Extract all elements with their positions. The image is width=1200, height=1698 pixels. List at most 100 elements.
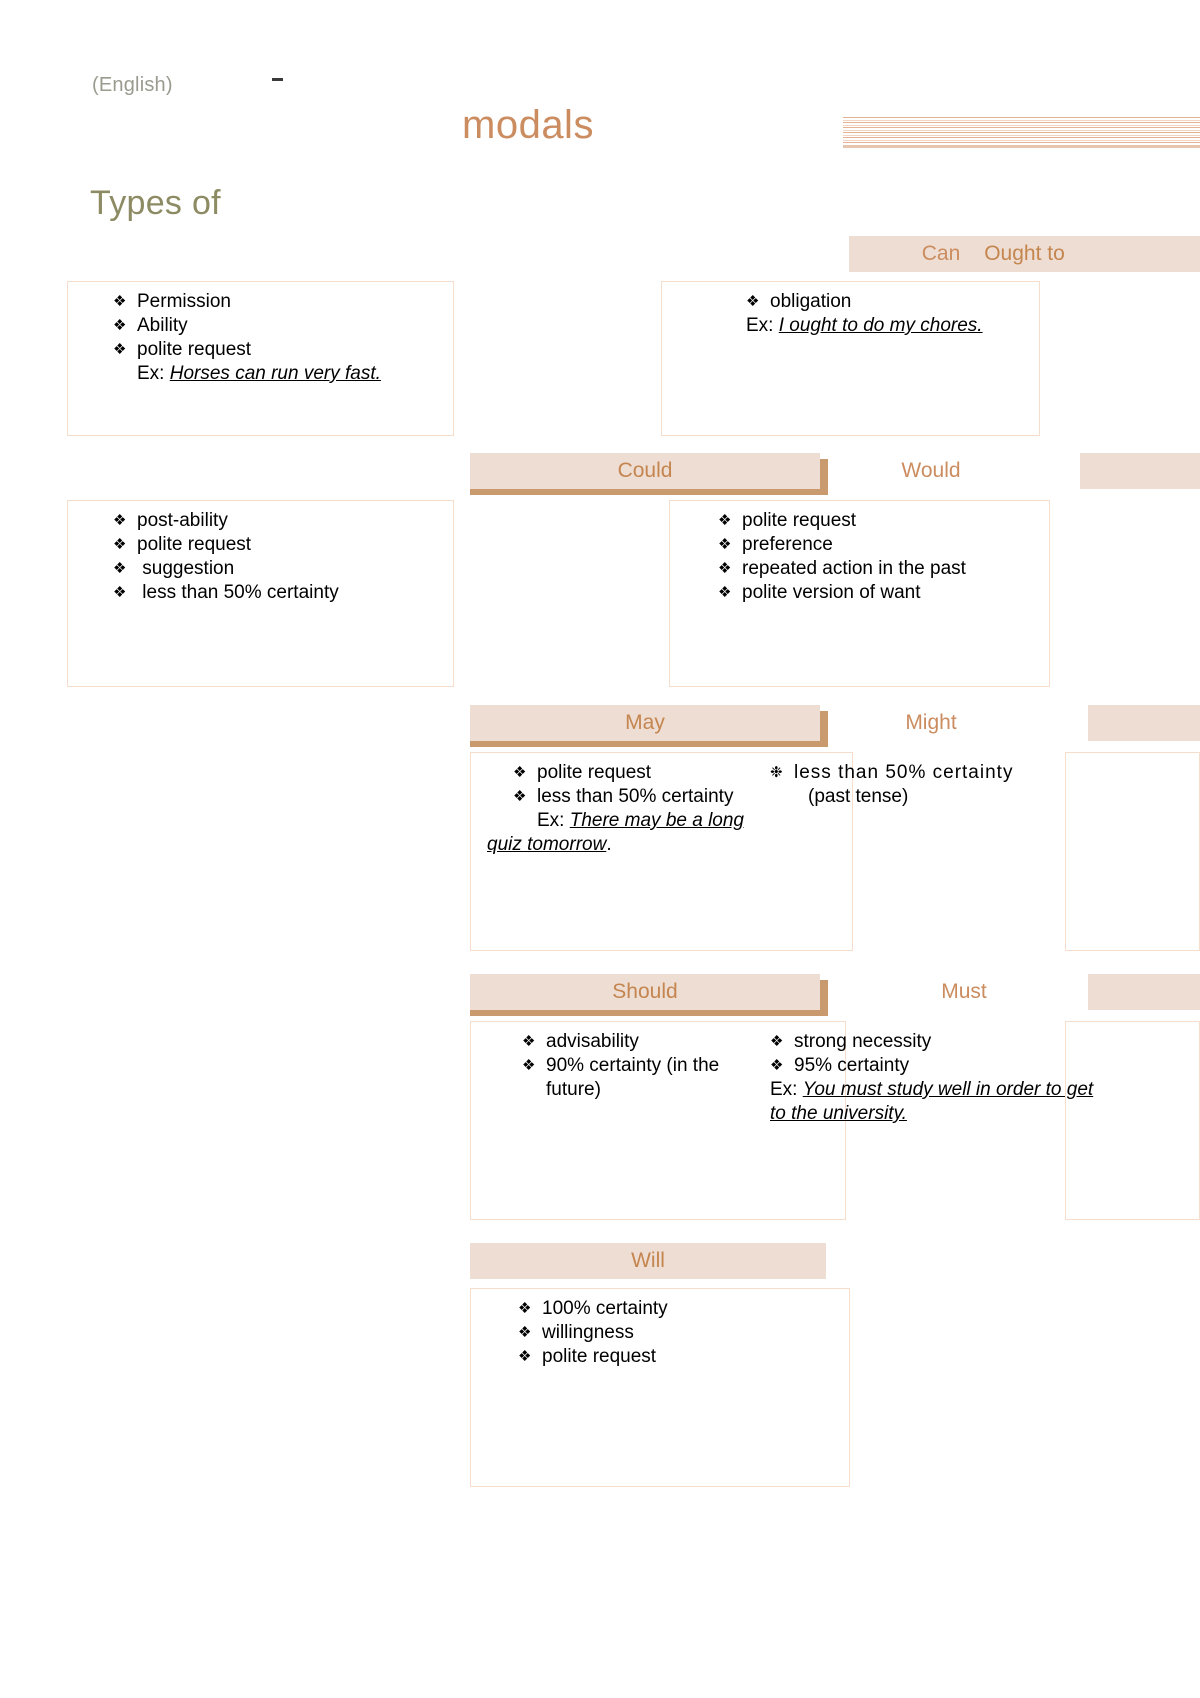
example-sentence-cont-text: quiz tomorrow bbox=[487, 834, 607, 855]
section-header-may: May bbox=[470, 705, 828, 747]
list-item: ❖ advisability bbox=[522, 1030, 822, 1054]
list-item: ❖ less than 50% certainty bbox=[113, 581, 453, 605]
list-item: ❖ polite version of want bbox=[718, 581, 1048, 605]
bullet-list-will: ❖100% certainty ❖willingness ❖polite req… bbox=[518, 1297, 848, 1369]
section-header-might-label: Might bbox=[905, 711, 957, 734]
bullet-list-could: ❖post-ability ❖ polite request ❖ suggesti… bbox=[113, 509, 453, 605]
list-item-text: polite request bbox=[137, 339, 252, 360]
list-item-text: polite request bbox=[742, 510, 857, 531]
content-box-should bbox=[470, 1021, 846, 1220]
content-box-could bbox=[67, 500, 454, 687]
bullet-list-may: ❖ polite request ❖ less than 50% certainty… bbox=[513, 761, 843, 833]
list-item: ❖95% certainty bbox=[770, 1054, 1100, 1078]
diamond-bullet-icon: ❖ bbox=[113, 341, 127, 358]
list-item: ❖repeated action in the past bbox=[718, 557, 1048, 581]
example-line: Ex: Horses can run very fast. bbox=[113, 362, 453, 386]
section-header-would-label: Would bbox=[901, 459, 961, 482]
list-item: ❖ polite request bbox=[113, 533, 453, 557]
section-header-can-label: Can bbox=[921, 242, 961, 265]
section-header-could-label: Could bbox=[617, 459, 673, 482]
list-item: ❖willingness bbox=[518, 1321, 848, 1345]
list-item-text: repeated action in the past bbox=[742, 558, 966, 579]
page-title: modals bbox=[462, 103, 594, 147]
section-header-could: Could bbox=[470, 453, 828, 495]
list-item-text: less than 50% certainty bbox=[137, 582, 339, 603]
list-item: ❖100% certainty bbox=[518, 1297, 848, 1321]
example-sentence: There may be a long bbox=[569, 810, 744, 831]
list-item: ❖ less than 50% certainty bbox=[513, 785, 843, 809]
list-item: ❖post-ability bbox=[113, 509, 453, 533]
example-label: Ex: bbox=[137, 363, 165, 384]
list-item-text: Ability bbox=[137, 315, 188, 336]
section-header-must-label: Must bbox=[941, 980, 987, 1003]
example-sentence: Horses can run very fast. bbox=[169, 363, 381, 384]
list-item: ❖Permission bbox=[113, 290, 453, 314]
list-item-text: suggestion bbox=[137, 558, 235, 579]
diamond-bullet-icon: ❖ bbox=[518, 1348, 532, 1365]
section-header-can: Can bbox=[872, 236, 1010, 272]
diamond-bullet-icon: ❖ bbox=[113, 293, 127, 310]
section-header-will: Will bbox=[470, 1243, 826, 1279]
list-item: ❖preference bbox=[718, 533, 1048, 557]
dash-mark bbox=[272, 78, 283, 81]
bullet-list-would: ❖ polite request ❖preference ❖repeated ac… bbox=[718, 509, 1048, 605]
content-box-will bbox=[470, 1288, 850, 1487]
section-header-should-label: Should bbox=[612, 980, 678, 1003]
diamond-bullet-icon: ❖ bbox=[113, 512, 127, 529]
diamond-bullet-icon: ❖ bbox=[518, 1324, 532, 1341]
section-header-extra-right-2 bbox=[1080, 453, 1200, 489]
example-label: Ex: bbox=[746, 315, 774, 336]
list-item: ❖ polite request bbox=[113, 338, 453, 362]
diamond-bullet-icon: ❖ bbox=[522, 1033, 536, 1050]
diamond-bullet-icon: ❖ bbox=[113, 584, 127, 601]
list-item-text: polite request bbox=[137, 534, 252, 555]
content-box-must-extra bbox=[1065, 1021, 1200, 1220]
section-header-extra-right-3 bbox=[1088, 705, 1200, 741]
might-note-text: (past tense) bbox=[808, 786, 909, 807]
diamond-bullet-icon: ❖ bbox=[113, 536, 127, 553]
content-box-may bbox=[470, 752, 853, 951]
list-item: ❖polite request bbox=[518, 1345, 848, 1369]
diamond-bullet-icon: ❖ bbox=[513, 788, 527, 805]
diamond-bullet-icon: ❖ bbox=[770, 1033, 784, 1050]
might-note: (past tense) bbox=[770, 785, 1200, 809]
bullet-list-ought-to: ❖obligation Ex: I ought to do my chores. bbox=[746, 290, 1036, 338]
list-item: ❖ 90% certainty (in the bbox=[522, 1054, 822, 1078]
section-header-extra-right-4 bbox=[1088, 974, 1200, 1010]
content-box-can bbox=[67, 281, 454, 436]
list-item: ❖Ability bbox=[113, 314, 453, 338]
list-item-text: less than 50% certainty bbox=[794, 762, 1014, 783]
section-header-may-label: May bbox=[625, 711, 665, 734]
example-label: Ex: bbox=[537, 810, 565, 831]
list-item-text: 90% certainty (in the bbox=[546, 1055, 720, 1076]
example-line: Ex: There may be a long bbox=[513, 809, 843, 833]
bullet-list-must: ❖ strong necessity ❖95% certainty Ex: You… bbox=[770, 1030, 1100, 1126]
content-box-would bbox=[669, 500, 1050, 687]
decorative-stripe-band bbox=[843, 117, 1200, 148]
example-sentence-continued: quiz tomorrow. bbox=[487, 833, 887, 857]
diamond-bullet-icon: ❖ bbox=[718, 584, 732, 601]
list-item: ❖obligation bbox=[746, 290, 1036, 314]
example-sentence: You must study well in order to get to t… bbox=[770, 1079, 1094, 1124]
example-period: . bbox=[606, 834, 612, 855]
diamond-bullet-icon: ❖ bbox=[770, 1057, 784, 1074]
list-item-text: strong necessity bbox=[794, 1031, 932, 1052]
diamond-bullet-icon: ❖ bbox=[746, 293, 760, 310]
section-header-should: Should bbox=[470, 974, 828, 1016]
list-item-text: advisability bbox=[546, 1031, 639, 1052]
diamond-bullet-icon: ❖ bbox=[513, 764, 527, 781]
list-item-text: less than 50% certainty bbox=[537, 786, 734, 807]
section-header-ought-to: Ought to bbox=[849, 236, 1200, 272]
section-header-might: Might bbox=[862, 705, 1000, 741]
page-subtitle: Types of bbox=[90, 184, 221, 222]
bullet-list-can: ❖Permission ❖Ability ❖polite request Ex:… bbox=[113, 290, 453, 386]
diamond-bullet-icon: ❖ bbox=[113, 560, 127, 577]
list-item-text: polite version of want bbox=[742, 582, 921, 603]
list-item: ❉ less than 50% certainty bbox=[770, 761, 1200, 785]
list-item: ❖ suggestion bbox=[113, 557, 453, 581]
list-item: ❖ polite request bbox=[513, 761, 843, 785]
open-diamond-bullet-icon: ❉ bbox=[770, 764, 783, 781]
list-item: ❖ strong necessity bbox=[770, 1030, 1100, 1054]
list-item-text: polite request bbox=[537, 762, 652, 783]
example-label: Ex: bbox=[770, 1079, 798, 1100]
